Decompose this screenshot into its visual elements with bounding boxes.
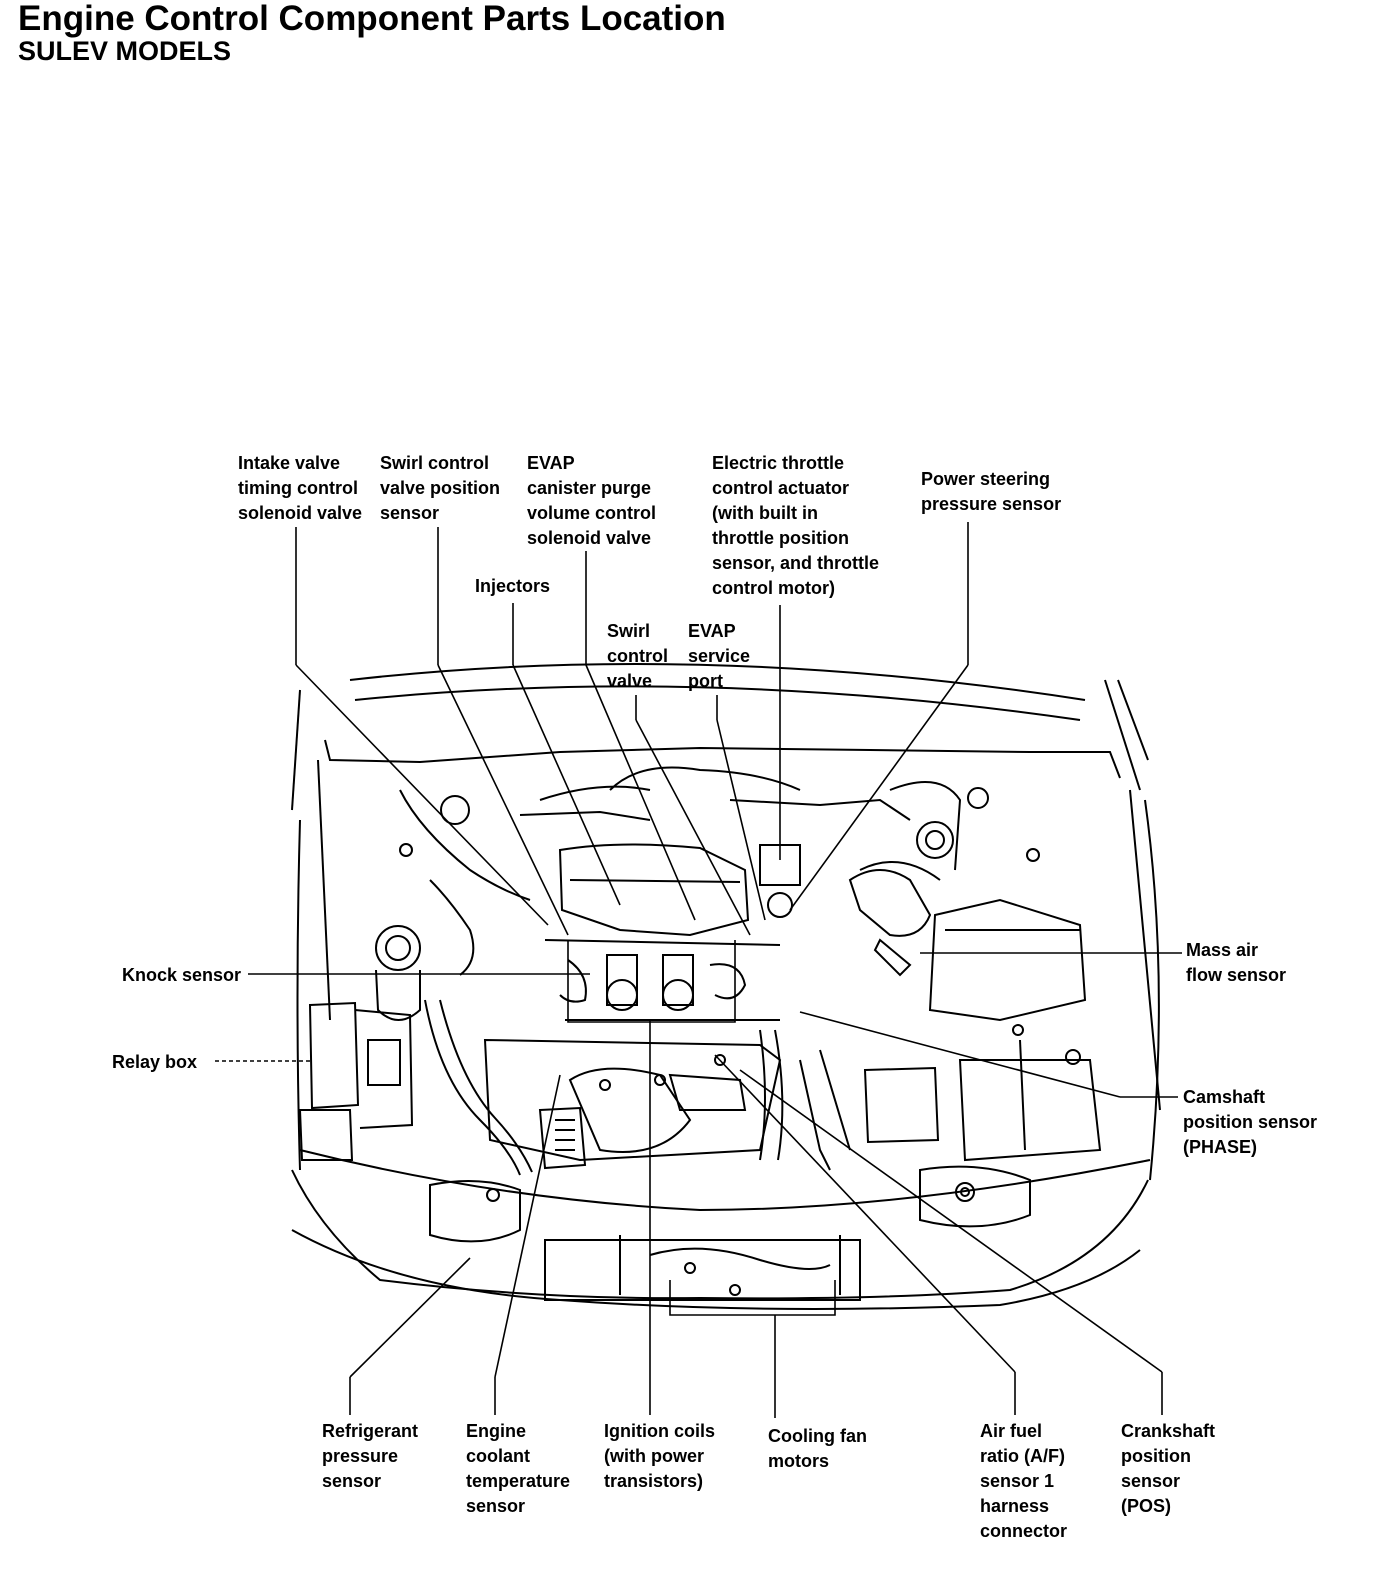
page-title: Engine Control Component Parts Location: [18, 0, 726, 38]
label-cooling-fan-motors: Cooling fan motors: [768, 1426, 867, 1471]
label-intake-valve-timing: Intake valve timing control solenoid val…: [238, 453, 363, 523]
label-evap-purge-valve: EVAP canister purge volume control solen…: [527, 453, 657, 548]
label-swirl-position-sensor: Swirl control valve position sensor: [380, 453, 501, 523]
label-ignition-coils: Ignition coils (with power transistors): [604, 1421, 715, 1491]
engine-drawing: [291, 663, 1161, 1310]
label-power-steering-sensor: Power steering pressure sensor: [921, 469, 1062, 514]
label-injectors: Injectors: [475, 576, 551, 596]
label-knock-sensor: Knock sensor: [122, 965, 242, 985]
label-camshaft-sensor: Camshaft position sensor (PHASE): [1183, 1087, 1318, 1157]
page-subtitle: SULEV MODELS: [18, 36, 232, 66]
label-refrigerant-sensor: Refrigerant pressure sensor: [322, 1421, 419, 1491]
label-mass-air-flow-sensor: Mass air flow sensor: [1186, 940, 1287, 985]
label-relay-box: Relay box: [112, 1052, 198, 1072]
label-crankshaft-sensor: Crankshaft position sensor (POS): [1121, 1421, 1216, 1516]
label-coolant-sensor: Engine coolant temperature sensor: [466, 1421, 571, 1516]
leader-lines: [215, 522, 1182, 1418]
label-af-sensor-connector: Air fuel ratio (A/F) sensor 1 harness co…: [980, 1421, 1068, 1541]
label-electric-throttle: Electric throttle control actuator (with…: [712, 453, 880, 598]
label-swirl-control-valve: Swirl control valve: [607, 621, 668, 691]
label-evap-service-port: EVAP service port: [688, 621, 751, 691]
